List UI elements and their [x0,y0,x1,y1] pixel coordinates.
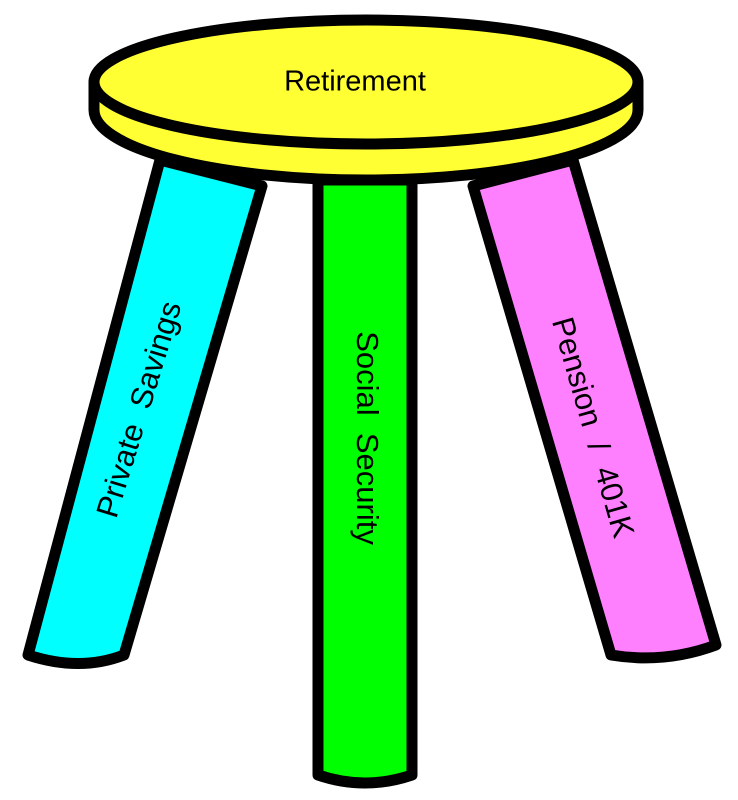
leg-social-security-shape [312,174,418,789]
leg-social-security: Social Security [312,174,418,789]
leg-private-savings: Private Savings [22,154,268,669]
leg-private-savings-shape [22,154,268,669]
leg-social-security-label: Social Security [350,331,385,545]
stool-seat: Retirement [88,14,644,186]
leg-pension-401k: Pension / 401K [467,154,722,664]
stool-seat-top [88,14,644,150]
leg-pension-401k-shape [467,154,722,664]
seat-label: Retirement [284,66,426,98]
